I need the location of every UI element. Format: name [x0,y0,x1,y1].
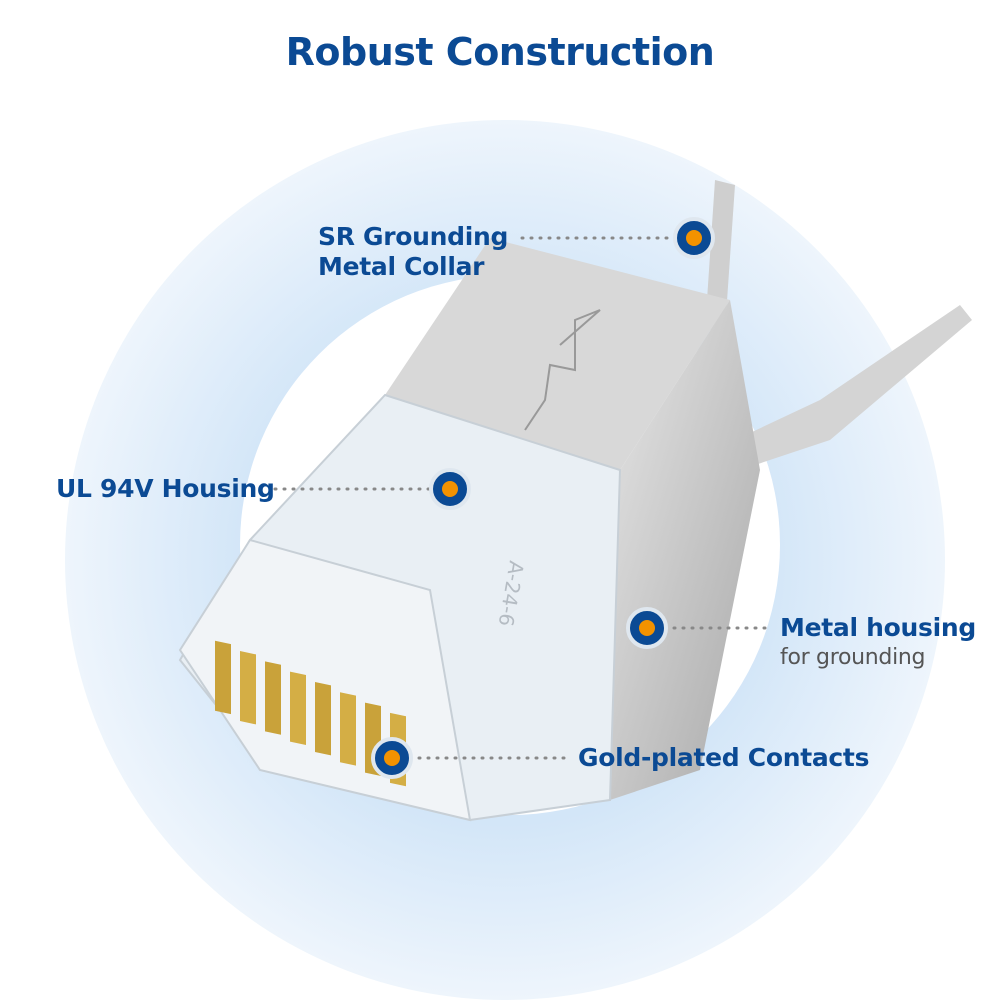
metal-shell-side [610,300,760,800]
metal-shell-top [385,238,730,470]
leader-lines [273,236,772,760]
callout-collar: SR Grounding Metal Collar [318,222,508,282]
metal-tab [705,180,735,330]
callout-metal-housing: Metal housing for grounding [780,613,976,673]
page-title: Robust Construction [285,30,715,74]
callout-metal-sub: for grounding [780,645,926,670]
callout-metal-label: Metal housing [780,613,976,642]
gold-contacts [215,640,406,787]
shell-seam [524,309,601,431]
callout-collar-line1: SR Grounding [318,222,509,251]
metal-tab [735,305,972,470]
callout-marker-icon [673,217,715,259]
callout-housing: UL 94V Housing [56,474,275,503]
callout-marker-icon [626,607,668,649]
callout-marker-icon [429,468,471,510]
callout-marker-icon [371,737,413,779]
callout-collar-line2: Metal Collar [318,252,485,281]
callout-contacts: Gold-plated Contacts [578,743,870,772]
